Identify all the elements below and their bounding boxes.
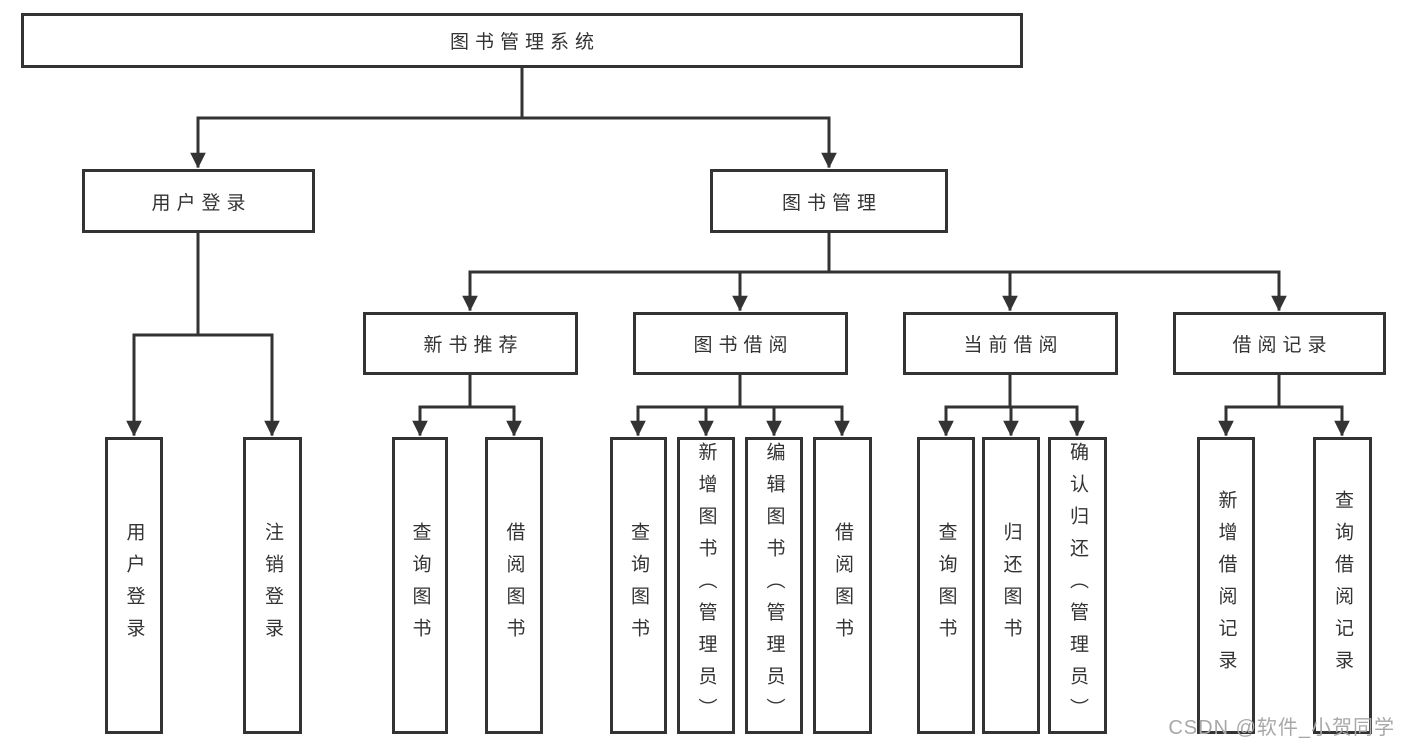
node-label: 查询借阅记录 xyxy=(1332,489,1353,682)
node-label: 查询图书 xyxy=(935,521,957,650)
leaf-return-books: 归还图书 xyxy=(982,437,1040,734)
node-label: 图书借阅 xyxy=(693,335,794,356)
leaf-edit-books-admin: 编辑图书（管理员） xyxy=(745,437,803,734)
leaf-query-books-recommend: 查询图书 xyxy=(392,437,448,734)
node-new-book-recommend: 新书推荐 xyxy=(363,312,578,375)
csdn-watermark: CSDN @软件_小贺同学 xyxy=(1168,717,1395,739)
node-label: 新书推荐 xyxy=(423,335,524,356)
leaf-query-books-current: 查询图书 xyxy=(917,437,975,734)
leaf-add-books-admin: 新增图书（管理员） xyxy=(677,437,735,734)
leaf-query-books-borrow: 查询图书 xyxy=(610,437,667,734)
node-label: 当前借阅 xyxy=(963,335,1064,356)
node-label: 新增图书（管理员） xyxy=(695,441,717,730)
node-book-borrow: 图书借阅 xyxy=(633,312,848,375)
node-book-management: 图书管理 xyxy=(710,169,948,233)
leaf-user-login: 用户登录 xyxy=(105,437,163,734)
node-label: 借阅记录 xyxy=(1232,335,1333,356)
leaf-query-borrow-record: 查询借阅记录 xyxy=(1313,437,1372,734)
node-current-borrow: 当前借阅 xyxy=(903,312,1118,375)
node-borrow-records: 借阅记录 xyxy=(1173,312,1386,375)
node-label: 确认归还（管理员） xyxy=(1067,441,1088,730)
node-label: 图书管理系统 xyxy=(449,32,600,53)
leaf-confirm-return-admin: 确认归还（管理员） xyxy=(1048,437,1107,734)
leaf-add-borrow-record: 新增借阅记录 xyxy=(1197,437,1255,734)
node-label: 图书管理 xyxy=(781,192,882,214)
node-label: 注销登录 xyxy=(262,521,283,650)
node-label: 查询图书 xyxy=(628,521,649,650)
node-library-system: 图书管理系统 xyxy=(21,13,1023,68)
leaf-borrow-books: 借阅图书 xyxy=(813,437,872,734)
node-label: 用户登录 xyxy=(151,192,252,214)
node-label: 借阅图书 xyxy=(832,521,853,650)
node-user-login: 用户登录 xyxy=(82,169,315,233)
leaf-logout: 注销登录 xyxy=(243,437,302,734)
node-label: 查询图书 xyxy=(409,521,431,650)
node-label: 编辑图书（管理员） xyxy=(763,441,785,730)
node-label: 借阅图书 xyxy=(503,521,525,650)
node-label: 新增借阅记录 xyxy=(1215,489,1237,682)
leaf-borrow-books-recommend: 借阅图书 xyxy=(485,437,543,734)
node-label: 归还图书 xyxy=(1000,521,1022,650)
node-label: 用户登录 xyxy=(123,521,145,650)
